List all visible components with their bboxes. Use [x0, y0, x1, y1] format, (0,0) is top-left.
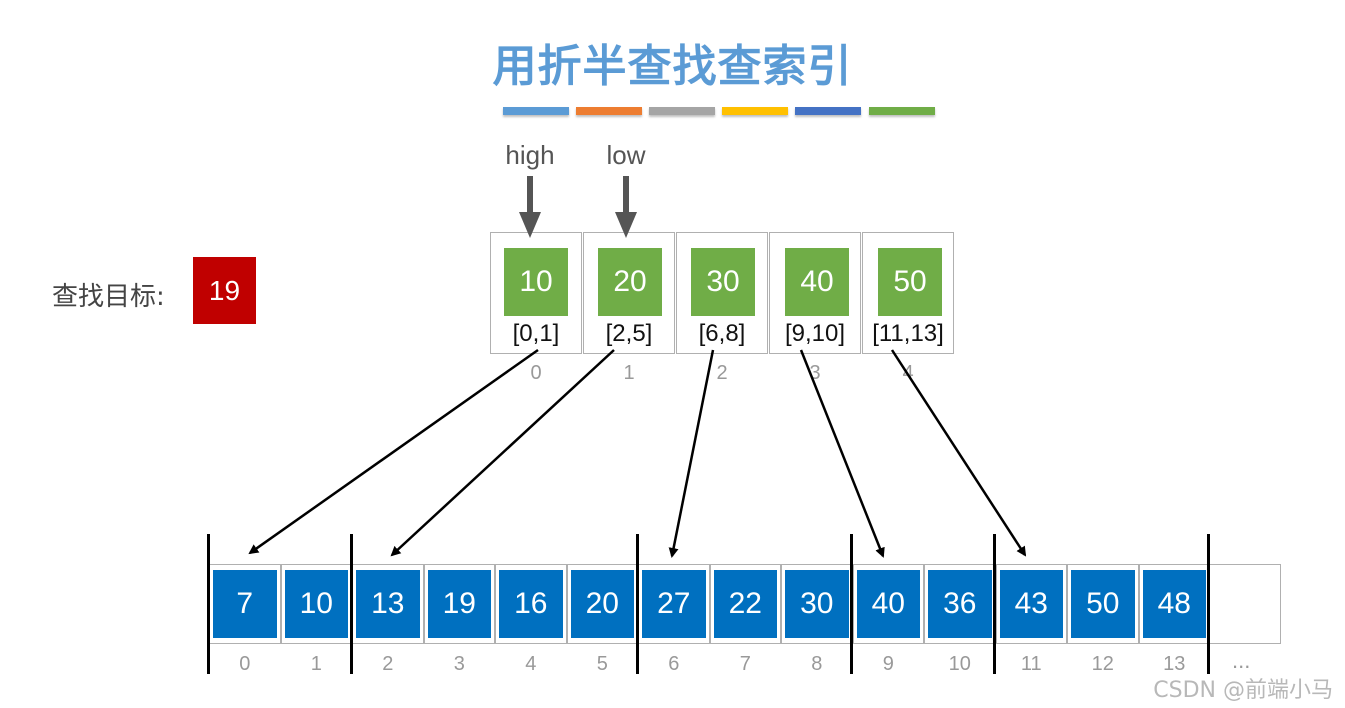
- array-position: 8: [811, 653, 823, 675]
- array-position: 2: [382, 653, 394, 675]
- array-position: 1: [310, 653, 322, 675]
- index-to-block-arrow: [890, 349, 1027, 557]
- low-pointer-label: low: [606, 140, 646, 170]
- array-value: 43: [999, 570, 1063, 638]
- index-to-block-arrow: [390, 349, 615, 557]
- array-value: 22: [713, 570, 777, 638]
- array-value: 10: [284, 570, 348, 638]
- array-position: 6: [668, 653, 680, 675]
- array-position: 9: [882, 653, 894, 675]
- block-divider: [850, 534, 853, 674]
- array-cell: [1067, 564, 1139, 644]
- array-value: 40: [856, 570, 920, 638]
- index-position: 0: [530, 362, 542, 384]
- array-value: 19: [427, 570, 491, 638]
- index-key: 20: [598, 248, 662, 316]
- array-position: 3: [453, 653, 465, 675]
- index-position: 3: [809, 362, 821, 384]
- array-value: 27: [642, 570, 706, 638]
- array-value: 7: [213, 570, 277, 638]
- search-target-label: 查找目标:: [52, 282, 165, 312]
- array-position: 7: [739, 653, 751, 675]
- array-position: 5: [596, 653, 608, 675]
- block-divider: [350, 534, 353, 674]
- array-position: 12: [1091, 653, 1114, 675]
- array-value: 30: [785, 570, 849, 638]
- index-position: 2: [716, 362, 728, 384]
- index-cell: [583, 232, 675, 354]
- index-cell: [676, 232, 768, 354]
- index-range: [2,5]: [605, 320, 653, 347]
- block-divider: [207, 534, 210, 674]
- array-position: 13: [1163, 653, 1186, 675]
- array-value: 48: [1142, 570, 1206, 638]
- index-cell: [769, 232, 861, 354]
- page-title: 用折半查找查索引: [492, 41, 853, 92]
- color-bar: [576, 107, 642, 115]
- array-ellipsis: ...: [1232, 648, 1251, 673]
- index-to-block-arrow: [248, 348, 539, 555]
- color-bar: [503, 107, 569, 115]
- index-position: 1: [623, 362, 635, 384]
- array-cell: [495, 564, 567, 644]
- color-bar: [649, 107, 715, 115]
- array-position: 10: [948, 653, 971, 675]
- low-pointer-arrow: [615, 176, 637, 238]
- array-value: 36: [928, 570, 992, 638]
- index-cell: [490, 232, 582, 354]
- array-position: 11: [1020, 653, 1042, 675]
- index-range: [6,8]: [698, 320, 746, 347]
- index-key: 30: [691, 248, 755, 316]
- block-divider: [636, 534, 639, 674]
- color-bar: [869, 107, 935, 115]
- array-value: 16: [499, 570, 563, 638]
- search-target-value: 19: [193, 257, 256, 324]
- index-range: [0,1]: [512, 320, 560, 347]
- index-to-block-arrow: [668, 349, 715, 558]
- high-pointer-arrow: [519, 176, 541, 238]
- index-range: [9,10]: [784, 320, 846, 347]
- array-cell: [423, 564, 495, 644]
- array-cell: [709, 564, 781, 644]
- high-pointer-label: high: [505, 140, 555, 170]
- index-key: 50: [878, 248, 942, 316]
- array-position: 0: [239, 653, 251, 675]
- color-bar: [722, 107, 788, 115]
- index-key: 40: [785, 248, 849, 316]
- index-cell: [862, 232, 954, 354]
- index-to-block-arrow: [799, 349, 885, 558]
- color-bar: [795, 107, 861, 115]
- watermark: CSDN @前端小马: [1153, 678, 1333, 703]
- block-divider: [1207, 534, 1210, 674]
- array-position: 4: [525, 653, 537, 675]
- array-value: 13: [356, 570, 420, 638]
- array-value: 20: [570, 570, 634, 638]
- index-key: 10: [504, 248, 568, 316]
- block-divider: [993, 534, 996, 674]
- array-value: 50: [1071, 570, 1135, 638]
- index-range: [11,13]: [872, 320, 944, 347]
